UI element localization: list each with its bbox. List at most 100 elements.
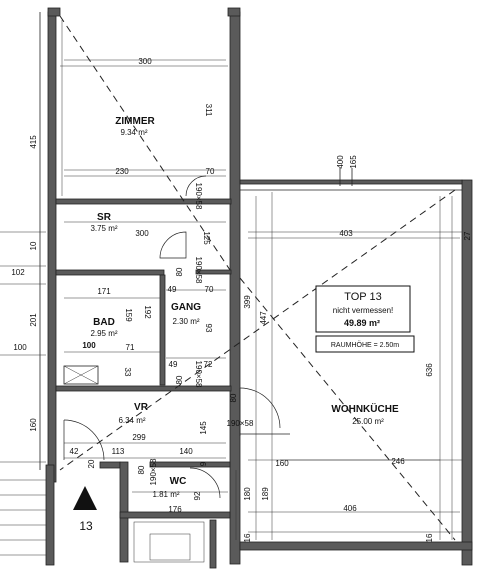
dim-190-58-c: 190×58 [194,361,203,388]
dim-93: 93 [204,324,213,333]
door-entrance [63,419,105,461]
dim-49-b: 49 [169,360,178,369]
raumhoehe-frame [315,335,415,353]
wall-center [229,11,241,565]
dim-80-wc: 80 [137,465,146,474]
room-wohnkueche-name: WOHNKÜCHE [331,402,399,415]
wall-zimmer-sr [55,198,232,205]
dim-20: 20 [87,459,96,468]
entrance-number: 13 [79,519,93,533]
dim-159: 159 [124,308,133,322]
wall-top-right [227,7,241,17]
room-bad-area: 2.95 m² [90,329,117,338]
room-wc-area: 1.81 m² [152,490,179,499]
dim-447: 447 [259,311,268,325]
dim-100-b: 100 [82,341,96,350]
dim-102: 102 [11,268,25,277]
door-wc [189,467,221,499]
wall-right [461,179,473,566]
room-gang-name: GANG [171,302,201,313]
dim-113: 113 [112,447,125,456]
dim-70-b: 70 [205,285,214,294]
wall-wk-top [239,179,463,185]
raumhoehe-label: RAUMHÖHE = 2.50m [331,341,399,349]
dim-92: 92 [193,491,202,500]
dim-190-58-b: 190×58 [194,257,203,284]
dim-145: 145 [199,421,208,435]
entrance-arrow-icon [73,486,97,510]
dim-10-left: 10 [29,241,38,250]
dim-201: 201 [29,313,38,327]
dim-49-a: 49 [168,285,177,294]
top-box-frame [315,285,411,333]
room-zimmer-area: 9.34 m² [120,128,147,137]
dimension-labels-vertical: 415 311 190×58 400 165 10 125 159 192 19… [29,104,472,543]
diagonal-markers [59,15,456,541]
room-wc-name: WC [170,476,187,487]
dim-140: 140 [179,447,193,456]
dim-80-b: 80 [175,375,184,384]
dim-100-a: 100 [13,343,27,352]
room-sr-area: 3.75 m² [90,224,117,233]
dim-33: 33 [123,368,132,377]
room-bad-name: BAD [93,317,115,328]
dim-80-a: 80 [175,267,184,276]
dim-230: 230 [115,167,129,176]
dim-300-sr: 300 [135,229,149,238]
dim-160-left: 160 [29,418,38,432]
dim-403: 403 [339,229,353,238]
dim-80-c: 80 [229,393,238,402]
dim-165: 165 [349,155,358,169]
dim-160-mid: 160 [275,459,289,468]
dim-189: 189 [261,487,270,501]
dim-399: 399 [243,295,252,309]
dim-9: 9 [199,461,208,466]
doors [63,175,290,499]
door-zimmer [185,175,207,197]
wall-bad-bottom [55,385,232,392]
wall-vr-bottom [99,461,121,469]
dim-636: 636 [425,363,434,377]
dim-192: 192 [143,305,152,319]
dim-70-top: 70 [206,167,215,176]
top-box-title: TOP 13 [344,291,382,303]
dim-16-b: 16 [425,533,434,542]
dim-zimmer-height: 311 [204,104,213,117]
dim-246: 246 [391,457,405,466]
wall-wc-top [149,461,231,468]
walls [45,7,473,569]
wall-bad-gang [159,274,166,386]
dim-71: 71 [126,343,135,352]
room-sr-name: SR [97,212,112,223]
dim-180: 180 [243,487,252,501]
dim-190-58-wc: 190×58 [149,458,158,485]
dim-42: 42 [70,447,79,456]
wall-top [47,7,61,17]
dim-176: 176 [168,505,182,514]
wall-center-bottom [209,519,217,569]
wall-sr-bad [55,269,165,276]
wall-wk-bottom [239,541,473,551]
room-zimmer-name: ZIMMER [115,116,155,127]
dim-72: 72 [204,360,213,369]
door-sr [159,231,187,259]
wall-stair-right [45,464,55,566]
room-gang-area: 2.30 m² [172,317,199,326]
top-box-area: 49.89 m² [344,318,380,328]
room-wohnkueche-area: 25.00 m² [352,417,384,426]
dim-171: 171 [97,287,111,296]
dim-125: 125 [202,231,211,245]
top-box-note: nicht vermessen! [333,306,393,315]
door-vr-wk [239,387,281,429]
dimension-ticks [60,65,460,513]
wall-sr-bad-b [195,269,232,275]
outlines [0,12,462,563]
dim-16: 16 [243,533,252,542]
dim-zimmer-width: 300 [138,57,152,66]
dim-406: 406 [343,504,357,513]
wall-left [47,11,57,483]
dim-415: 415 [29,135,38,149]
dim-400: 400 [336,155,345,169]
dim-299: 299 [132,433,146,442]
